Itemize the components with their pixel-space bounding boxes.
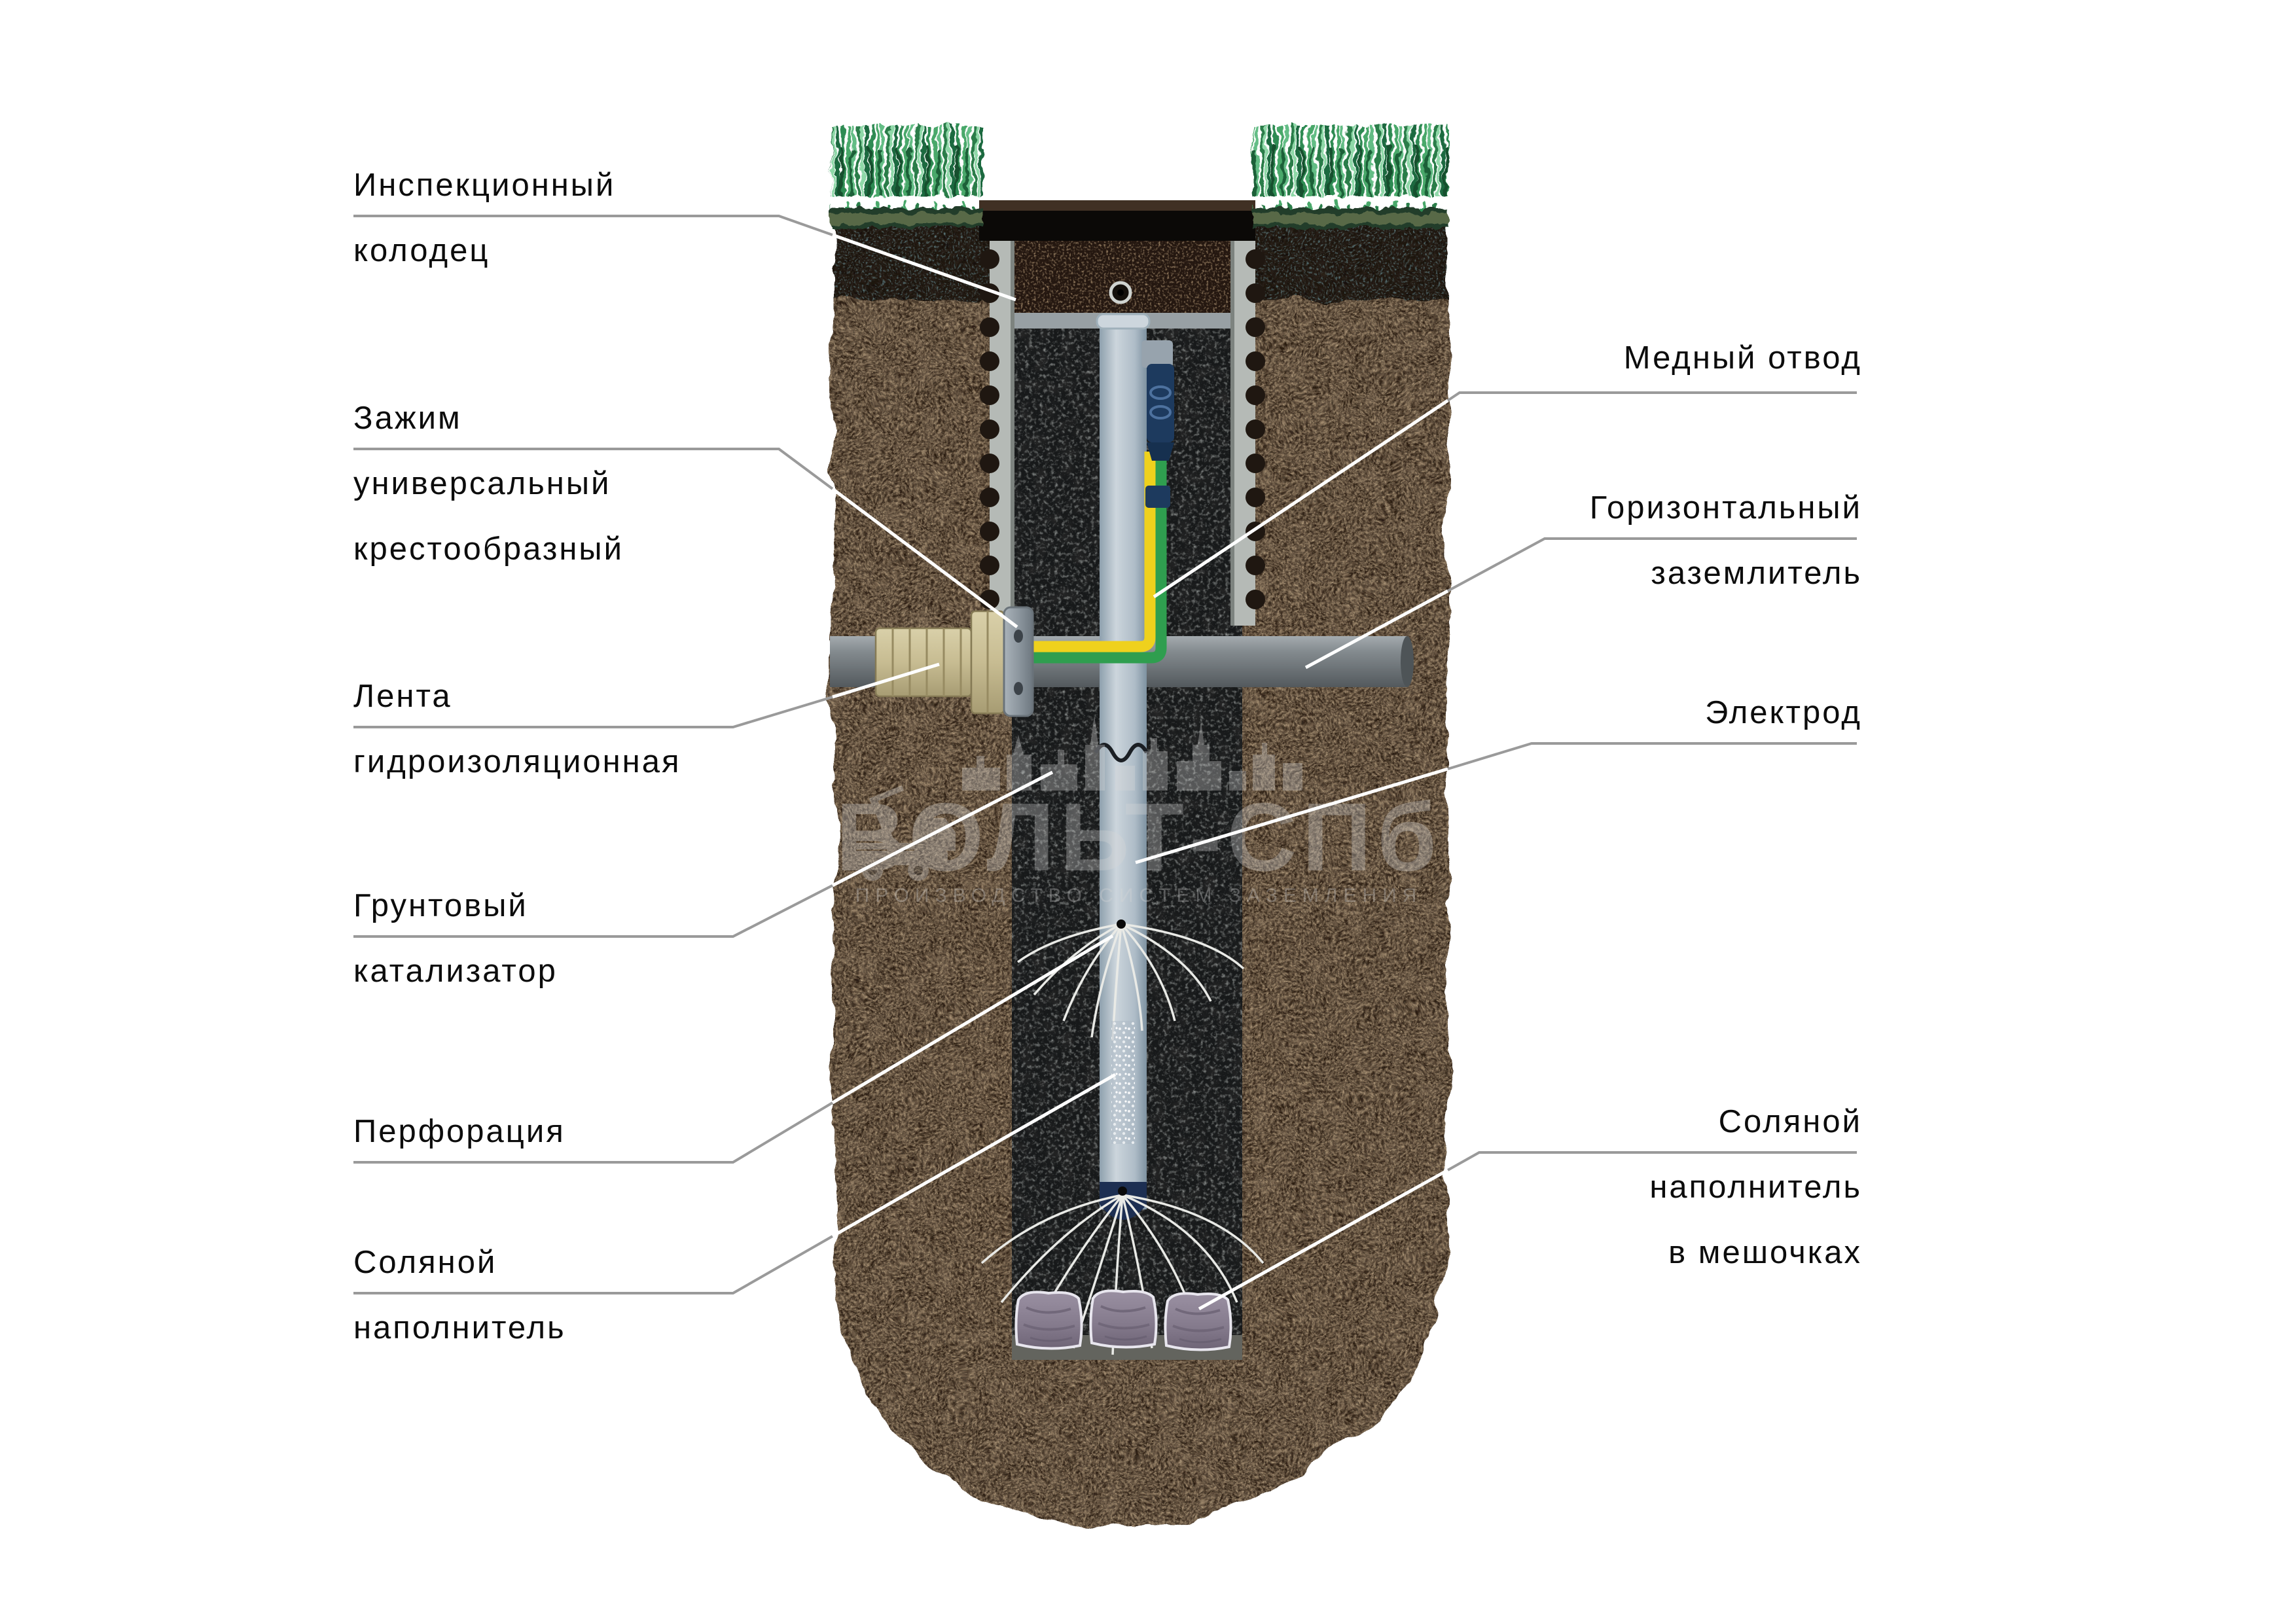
label-copper-lead: Медный отвод (1623, 340, 1862, 376)
leader-clamp-gray (353, 448, 834, 490)
leader-perforation-gray (353, 1101, 834, 1164)
cross-clamp (1003, 606, 1034, 717)
copper-sleeve (1147, 364, 1174, 461)
leader-tape-white (832, 662, 940, 699)
label-inspection-well: Инспекционный колодец (353, 168, 616, 268)
well-wall-right (1230, 241, 1265, 626)
leader-salt-white (831, 1073, 1117, 1238)
well-lid (979, 200, 1255, 241)
leader-electrode-gray (1447, 742, 1857, 770)
leader-lines-gray (353, 215, 1857, 1294)
label-salt-filler-bags: Соляной наполнитель в мешочках (1649, 1104, 1862, 1270)
watermark-skyline (962, 715, 1302, 791)
leader-lines-white (831, 233, 1449, 1311)
perforation-dot-bottom (1118, 1186, 1127, 1196)
label-electrode: Электрод (1705, 695, 1862, 730)
wire-yellow-stripe (1028, 452, 1156, 652)
inspection-hole (1117, 289, 1124, 296)
well-wall-left (980, 241, 1014, 626)
label-soil-catalyst: Грунтовый катализатор (353, 888, 558, 989)
leader-inspection-well-white (832, 233, 1016, 302)
well-interior-soil (1014, 239, 1230, 329)
leader-copper-white (1153, 399, 1449, 599)
leader-bags-white (1198, 1168, 1449, 1311)
leader-perforation-white (831, 934, 1114, 1105)
label-salt-filler: Соляной наполнитель (353, 1245, 566, 1346)
wire-collar (1145, 486, 1170, 508)
leader-horizontal-gray (1447, 537, 1857, 592)
watermark-tagline: ПРОИЗВОДСТВО СИСТЕМ ЗАЗЕМЛЕНИЯ (855, 885, 1423, 906)
truck-icon (850, 785, 956, 881)
leader-salt-gray (353, 1235, 833, 1294)
label-waterproofing-tape: Лента гидроизоляционная (353, 679, 681, 779)
clamp-bolt (1014, 682, 1023, 695)
leader-tape-gray (353, 696, 833, 728)
salt-bag (1164, 1292, 1232, 1351)
salt-column (1111, 1021, 1135, 1144)
salt-bag (1089, 1289, 1158, 1349)
leader-horizontal-white (1304, 589, 1449, 669)
label-horizontal-grounding: Горизонтальный заземлитель (1589, 490, 1862, 591)
copper-lead-wire (1028, 452, 1167, 664)
vertical-electrode (1096, 313, 1151, 1220)
leader-electrode-white (1135, 767, 1448, 865)
perforation-dot (1117, 919, 1126, 929)
sleeve-bracket (1141, 340, 1173, 368)
grass-right (1253, 126, 1448, 228)
label-perforation: Перфорация (353, 1114, 565, 1149)
label-universal-cross-clamp: Зажим универсальный крестообразный (353, 401, 624, 567)
waterproofing-tape (874, 610, 1005, 715)
leader-clamp-white (831, 487, 1018, 629)
pipe-break-mark (1094, 743, 1149, 762)
electrode-cap (1096, 313, 1151, 330)
leader-bags-gray (1447, 1151, 1857, 1171)
leader-copper-gray (1446, 391, 1857, 402)
clamp-bolt (1014, 630, 1023, 643)
grass-left (831, 126, 983, 228)
wire-green-stripe (1028, 452, 1167, 664)
leader-catalyst-gray (353, 884, 833, 938)
leader-inspection-well-gray (353, 215, 833, 236)
pipe-end-cap (1401, 636, 1414, 687)
leader-catalyst-white (831, 770, 1054, 887)
salt-bag (1014, 1291, 1083, 1350)
